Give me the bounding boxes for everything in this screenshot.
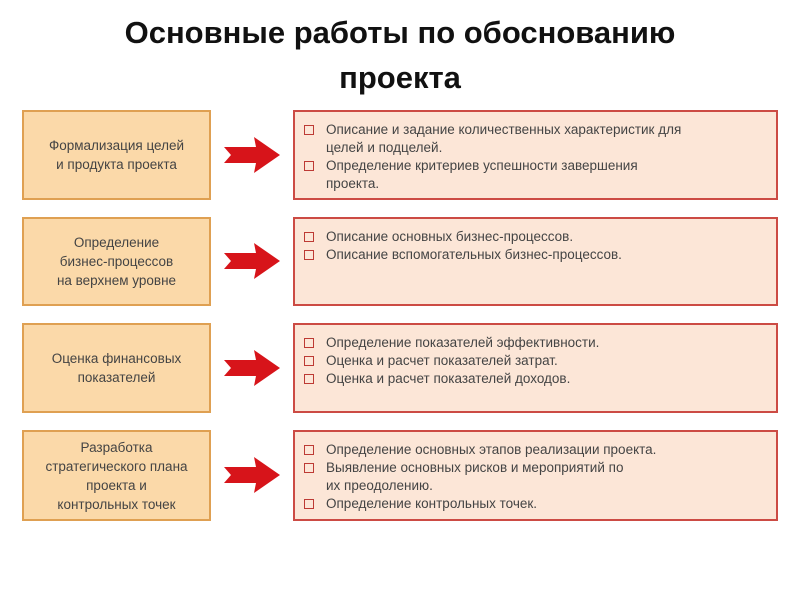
square-bullet-icon bbox=[304, 374, 314, 384]
task-text: Описание вспомогательных бизнес-процессо… bbox=[326, 246, 762, 264]
task-list-box: Определение основных этапов реализации п… bbox=[293, 430, 778, 521]
task-text: Определение показателей эффективности. bbox=[326, 334, 762, 352]
right-arrow-icon bbox=[224, 457, 280, 493]
right-arrow-icon bbox=[224, 350, 280, 386]
stage-box: Определение бизнес-процессов на верхнем ур… bbox=[22, 217, 211, 306]
stage-label-line: проекта и bbox=[86, 477, 147, 493]
stage-label: Разработка стратегического плана проекта и… bbox=[45, 438, 187, 514]
square-bullet-icon bbox=[304, 125, 314, 135]
task-item: Описание и задание количественных характ… bbox=[304, 121, 762, 157]
page-title: Основные работы по обоснованию проекта bbox=[0, 10, 800, 100]
task-list-box: Описание основных бизнес-процессов. Описа… bbox=[293, 217, 778, 306]
arrow-shape bbox=[224, 457, 280, 493]
square-bullet-icon bbox=[304, 250, 314, 260]
stage-box: Разработка стратегического плана проекта и… bbox=[22, 430, 211, 521]
task-item: Определение показателей эффективности. bbox=[304, 334, 762, 352]
arrow-shape bbox=[224, 350, 280, 386]
task-text-line: Выявление основных рисков и мероприятий … bbox=[326, 460, 624, 475]
task-text: Выявление основных рисков и мероприятий … bbox=[326, 459, 762, 495]
right-arrow-icon bbox=[224, 243, 280, 279]
stage-label-line: бизнес-процессов bbox=[59, 254, 174, 269]
square-bullet-icon bbox=[304, 445, 314, 455]
square-bullet-icon bbox=[304, 463, 314, 473]
stage-label-line: Определение bbox=[73, 235, 160, 250]
task-text: Оценка и расчет показателей доходов. bbox=[326, 370, 762, 388]
task-text: Описание основных бизнес-процессов. bbox=[326, 228, 762, 246]
stage-label-line: и продукта проекта bbox=[56, 157, 177, 172]
task-list-box: Определение показателей эффективности. Оц… bbox=[293, 323, 778, 413]
square-bullet-icon bbox=[304, 232, 314, 242]
task-item: Описание вспомогательных бизнес-процессо… bbox=[304, 246, 762, 264]
task-text: Описание и задание количественных характ… bbox=[326, 121, 762, 157]
task-text-line: Определение контрольных точек. bbox=[326, 496, 538, 511]
arrow-shape bbox=[224, 137, 280, 173]
task-item: Определение основных этапов реализации п… bbox=[304, 441, 762, 459]
stage-label-line: Формализация целей bbox=[48, 138, 185, 153]
stage-label: Формализация целей и продукта проекта bbox=[49, 136, 184, 174]
stage-label-line: показателей bbox=[77, 370, 156, 385]
title-line-1: Основные работы по обоснованию bbox=[124, 15, 676, 50]
square-bullet-icon bbox=[304, 499, 314, 509]
task-text: Оценка и расчет показателей затрат. bbox=[326, 352, 762, 370]
stage-box: Оценка финансовых показателей bbox=[22, 323, 211, 413]
title-line-2: проекта bbox=[339, 60, 461, 95]
task-item: Определение контрольных точек. bbox=[304, 495, 762, 513]
stage-label-line: Оценка финансовых bbox=[51, 351, 182, 366]
task-text-line: Определение основных этапов реализации п… bbox=[326, 442, 657, 457]
task-item: Оценка и расчет показателей затрат. bbox=[304, 352, 762, 370]
task-text-line: Определение критериев успешности заверше… bbox=[326, 158, 638, 173]
square-bullet-icon bbox=[304, 356, 314, 366]
stage-label: Определение бизнес-процессов на верхнем ур… bbox=[57, 233, 176, 290]
arrow-shape bbox=[224, 243, 280, 279]
stage-label: Оценка финансовых показателей bbox=[52, 349, 182, 387]
task-text-line: целей и подцелей. bbox=[326, 140, 443, 155]
task-text-line: Определение показателей эффективности. bbox=[326, 335, 600, 350]
stage-box: Формализация целей и продукта проекта bbox=[22, 110, 211, 200]
stage-label-line: стратегического плана bbox=[45, 458, 188, 474]
task-list-box: Описание и задание количественных характ… bbox=[293, 110, 778, 200]
task-item: Оценка и расчет показателей доходов. bbox=[304, 370, 762, 388]
task-item: Выявление основных рисков и мероприятий … bbox=[304, 459, 762, 495]
stage-label-line: Разработка bbox=[80, 439, 153, 455]
task-text-line: Описание основных бизнес-процессов. bbox=[326, 229, 574, 244]
task-text-line: Оценка и расчет показателей затрат. bbox=[326, 353, 558, 368]
task-text-line: Оценка и расчет показателей доходов. bbox=[326, 371, 571, 386]
square-bullet-icon bbox=[304, 161, 314, 171]
task-text-line: Описание и задание количественных характ… bbox=[326, 122, 682, 137]
task-text: Определение основных этапов реализации п… bbox=[326, 441, 762, 459]
right-arrow-icon bbox=[224, 137, 280, 173]
task-text-line: проекта. bbox=[326, 176, 380, 191]
task-text: Определение критериев успешности заверше… bbox=[326, 157, 762, 193]
task-text-line: их преодолению. bbox=[326, 478, 433, 493]
square-bullet-icon bbox=[304, 338, 314, 348]
task-item: Определение критериев успешности заверше… bbox=[304, 157, 762, 193]
stage-label-line: контрольных точек bbox=[57, 496, 176, 512]
task-text-line: Описание вспомогательных бизнес-процессо… bbox=[326, 247, 622, 262]
task-item: Описание основных бизнес-процессов. bbox=[304, 228, 762, 246]
stage-label-line: на верхнем уровне bbox=[56, 273, 177, 288]
task-text: Определение контрольных точек. bbox=[326, 495, 762, 513]
